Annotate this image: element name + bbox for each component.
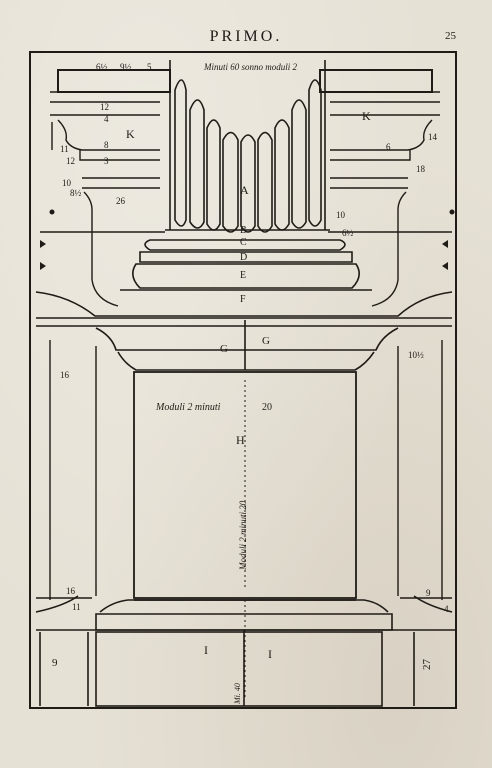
vertical-caption: Moduli 2 minuti 20 [238, 500, 248, 571]
pedestal-caption: Moduli 2 minuti [155, 402, 221, 413]
measure: 16 [60, 370, 70, 380]
measure: 11 [60, 144, 69, 154]
left-top-fillet [57, 69, 171, 93]
letter-C: C [240, 237, 247, 248]
letter-K-left: K [126, 127, 135, 141]
measure: 9 [426, 588, 431, 598]
measure: 9 [52, 657, 58, 669]
measure: 9½ [120, 62, 132, 72]
measure: 3 [104, 156, 109, 166]
measure: 12 [100, 102, 109, 112]
measure: 8½ [70, 188, 82, 198]
measure: 12 [66, 156, 75, 166]
central-base-mouldings [35, 229, 453, 351]
measure: 16 [66, 586, 76, 596]
right-capital-profile [325, 91, 452, 307]
measure: 6 [386, 142, 391, 152]
measure: 4 [104, 114, 109, 124]
leader-marks [40, 209, 455, 270]
letter-D: D [240, 252, 247, 263]
right-top-fillet [319, 69, 433, 93]
measure: 10 [62, 178, 72, 188]
measure: 10½ [408, 350, 424, 360]
measure: 14 [428, 132, 438, 142]
measure: 18 [416, 164, 426, 174]
measure: 6½ [342, 228, 354, 238]
letter-E: E [240, 270, 246, 281]
side-rules [36, 340, 452, 600]
letter-A: A [240, 183, 249, 197]
measure: 27 [421, 659, 433, 671]
letter-I-left: I [204, 643, 208, 657]
base-mouldings-I [35, 595, 456, 707]
measure: 6½ [96, 62, 108, 72]
top-caption: Minuti 60 sonno moduli 2 [203, 62, 298, 72]
measure: 10 [336, 210, 346, 220]
letter-I-right: I [268, 647, 272, 661]
letter-K-right: K [362, 109, 371, 123]
plate-frame [29, 51, 457, 709]
letter-G-left: G [220, 343, 228, 355]
left-capital-profile [40, 91, 170, 307]
letter-G-right: G [262, 335, 270, 347]
measure: 11 [72, 602, 81, 612]
measure: 8 [104, 140, 109, 150]
measure: 26 [116, 196, 126, 206]
fluted-moulding [169, 60, 326, 233]
page-number: 25 [445, 30, 456, 42]
letter-B: B [240, 225, 247, 236]
cornice-G [117, 320, 375, 371]
measure: 4 [444, 604, 449, 614]
running-head: PRIMO. [209, 28, 283, 45]
letter-F: F [240, 294, 246, 305]
pedestal-caption-value: 20 [262, 402, 272, 413]
bottom-vertical-caption: Mi. 40 [233, 683, 242, 705]
letter-H: H [236, 433, 245, 447]
measure: 5 [147, 62, 152, 72]
